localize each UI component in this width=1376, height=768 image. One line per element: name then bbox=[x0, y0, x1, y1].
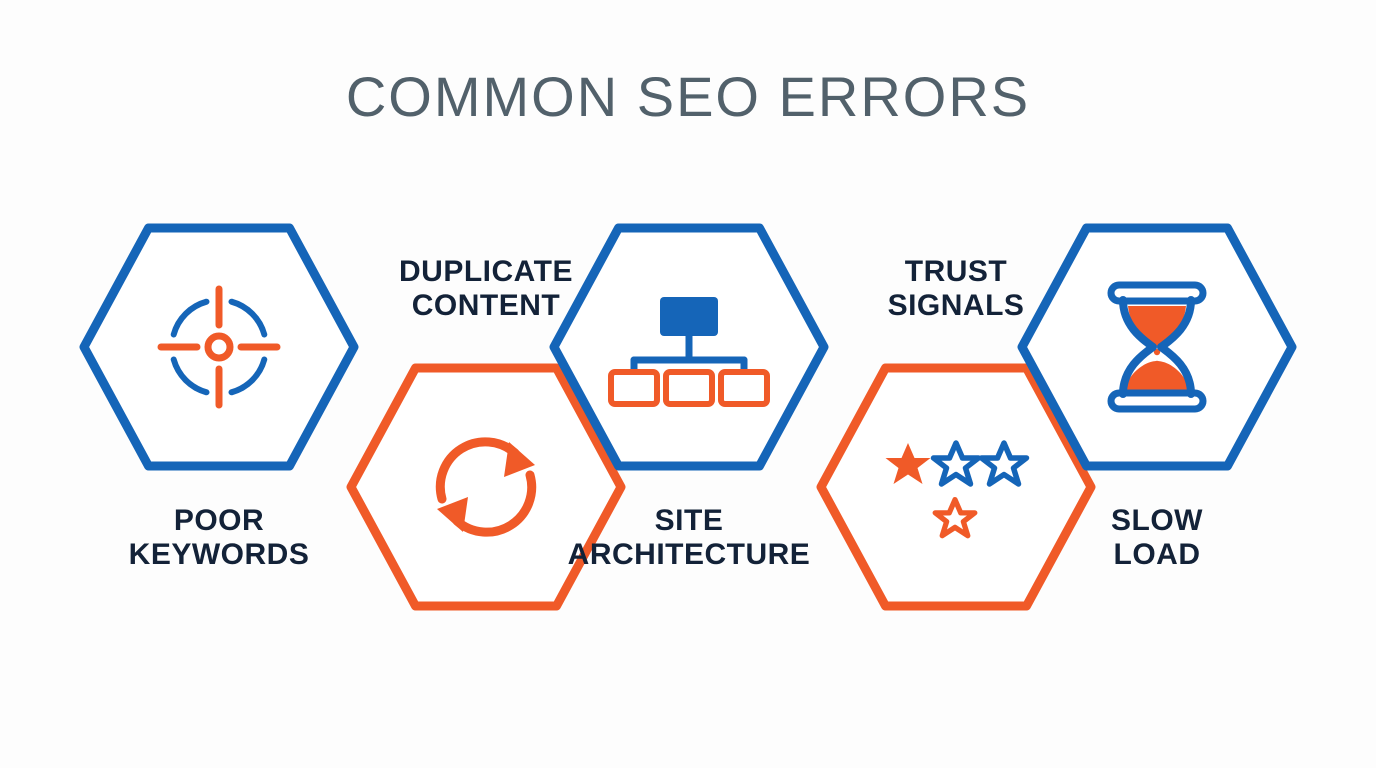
sitemap-hierarchy-icon bbox=[608, 297, 770, 407]
hexagon-slow-load bbox=[1017, 223, 1297, 471]
hourglass-icon bbox=[1107, 281, 1207, 413]
star-rating-icon bbox=[885, 440, 1030, 539]
node-label-trust-signals: TRUST SIGNALS bbox=[887, 255, 1025, 322]
hexagon-trust-signals bbox=[816, 363, 1096, 611]
node-label-slow-load: SLOW LOAD bbox=[1111, 504, 1203, 571]
node-label-poor-keywords: POOR KEYWORDS bbox=[128, 504, 310, 571]
page-title: COMMON SEO ERRORS bbox=[345, 65, 1031, 128]
node-site-architecture[interactable]: SITE ARCHITECTURE bbox=[548, 222, 830, 571]
hexagon-poor-keywords bbox=[79, 223, 359, 471]
node-label-site-architecture: SITE ARCHITECTURE bbox=[567, 504, 811, 571]
node-label-duplicate-content: DUPLICATE CONTENT bbox=[399, 255, 573, 322]
node-duplicate-content[interactable]: DUPLICATE CONTENT bbox=[345, 255, 627, 612]
refresh-cycle-icon bbox=[435, 437, 537, 537]
node-slow-load[interactable]: SLOW LOAD bbox=[1016, 222, 1298, 571]
hexagon-site-architecture bbox=[549, 223, 829, 471]
node-trust-signals[interactable]: TRUST SIGNALS bbox=[815, 255, 1097, 612]
node-poor-keywords[interactable]: POOR KEYWORDS bbox=[78, 222, 360, 571]
crosshair-target-icon bbox=[157, 285, 281, 409]
hexagon-duplicate-content bbox=[346, 363, 626, 611]
